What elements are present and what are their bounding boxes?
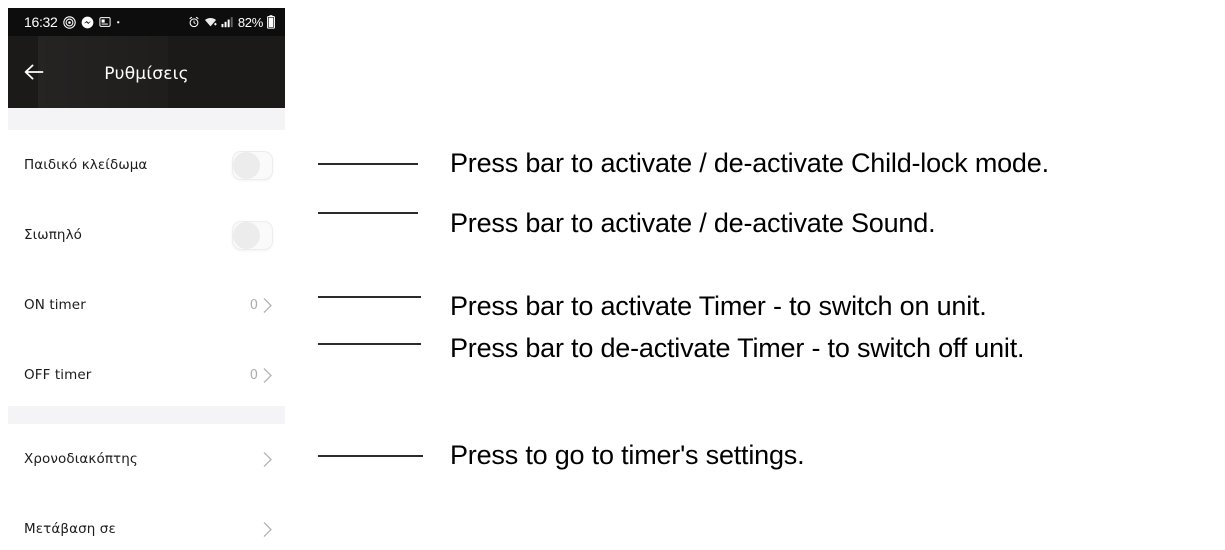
list-row-timer-settings[interactable]: Χρονοδιακόπτης — [8, 424, 285, 494]
back-arrow-icon[interactable] — [22, 60, 48, 84]
toggle-knob — [233, 151, 260, 179]
toggle-knob — [233, 221, 260, 249]
signal-bars-icon — [221, 16, 234, 28]
off-timer-value: 0 — [249, 367, 258, 383]
status-clock: 16:32 — [24, 14, 58, 30]
list-row-control — [262, 521, 273, 538]
on-timer-value: 0 — [249, 297, 258, 313]
settings-list: Παιδικό κλείδωμα Σιωπηλό ON timer 0 — [8, 108, 285, 550]
list-row-label: ON timer — [24, 297, 86, 313]
toggle-switch-child-lock[interactable] — [232, 150, 273, 180]
dot-icon — [116, 20, 121, 25]
annotation-off-timer: Press bar to de-activate Timer - to swit… — [450, 333, 1025, 363]
chevron-right-icon[interactable] — [262, 297, 273, 314]
list-row-off-timer[interactable]: OFF timer 0 — [8, 340, 285, 410]
list-row-label: Παιδικό κλείδωμα — [24, 157, 148, 173]
page-title: Ρυθμίσεις — [104, 64, 189, 84]
leader-line-timer-settings — [318, 455, 423, 457]
chevron-right-icon[interactable] — [262, 521, 273, 538]
battery-percent-label: 82% — [237, 14, 263, 30]
list-row-label: Χρονοδιακόπτης — [24, 451, 138, 467]
status-bar-left: 16:32 — [24, 14, 121, 30]
wifi-icon — [204, 16, 217, 28]
list-row-child-lock[interactable]: Παιδικό κλείδωμα — [8, 130, 285, 200]
app-bar: Ρυθμίσεις — [8, 36, 285, 108]
toggle-switch-silent[interactable] — [232, 220, 273, 250]
annotation-timer-settings: Press to go to timer's settings. — [450, 440, 805, 470]
app-notification-icon — [98, 16, 111, 28]
list-row-control: 0 — [250, 367, 273, 384]
messenger-icon — [81, 16, 94, 29]
section-gap-middle — [8, 406, 285, 424]
list-row-on-timer[interactable]: ON timer 0 — [8, 270, 285, 340]
list-row-control — [232, 150, 273, 180]
chevron-right-icon[interactable] — [262, 451, 273, 468]
alarm-icon — [188, 16, 200, 28]
list-row-control: 0 — [250, 297, 273, 314]
list-row-label: OFF timer — [24, 367, 92, 383]
list-row-switch-to[interactable]: Μετάβαση σε — [8, 494, 285, 550]
leader-line-on-timer — [318, 296, 421, 298]
annotation-sound: Press bar to activate / de-activate Soun… — [450, 208, 936, 238]
status-bar-right: 82% — [188, 15, 275, 30]
annotation-on-timer: Press bar to activate Timer - to switch … — [450, 291, 987, 321]
leader-line-sound — [318, 212, 418, 214]
list-row-label: Σιωπηλό — [24, 227, 83, 243]
list-row-label: Μετάβαση σε — [24, 521, 116, 537]
chevron-right-icon[interactable] — [262, 367, 273, 384]
status-bar: 16:32 — [8, 8, 285, 36]
phone-screenshot-panel: 16:32 — [8, 8, 285, 550]
list-row-control — [232, 220, 273, 250]
fingerprint-icon — [62, 15, 76, 29]
list-row-silent[interactable]: Σιωπηλό — [8, 200, 285, 270]
annotation-child-lock: Press bar to activate / de-activate Chil… — [450, 148, 1049, 178]
leader-line-child-lock — [318, 163, 418, 165]
section-gap-top — [8, 108, 285, 130]
leader-line-off-timer — [318, 343, 421, 345]
battery-icon — [267, 15, 275, 29]
list-row-control — [262, 451, 273, 468]
